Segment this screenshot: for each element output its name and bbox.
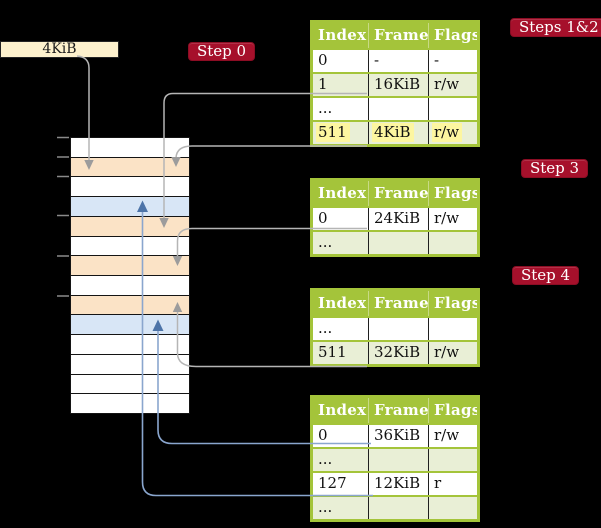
memory-frame-row-white [71, 235, 189, 256]
table-cell: 511 [313, 122, 368, 144]
column-header: Index [318, 184, 367, 202]
steps-1-2-label: Steps 1&2 [510, 18, 601, 37]
table-cell [428, 449, 477, 471]
table-cell: r/w [428, 74, 477, 96]
memory-frame-row-white [71, 275, 189, 295]
memory-frame-row-white [71, 353, 189, 374]
memory-frame-row-peach [71, 255, 189, 276]
memory-frame-row-white [71, 176, 189, 197]
step3-label: Step 3 [521, 159, 589, 178]
table-cell: ... [318, 319, 333, 337]
memory-frame-row-peach [71, 215, 189, 236]
table-cell: 127 [318, 474, 347, 492]
table-cell: r/w [428, 425, 477, 447]
column-header: Index [318, 26, 367, 44]
column-header: Frame [368, 181, 428, 206]
table-cell: 4KiB [368, 122, 428, 144]
column-header: Flags [428, 291, 477, 316]
column-header: Frame [368, 291, 428, 316]
table1-row511-pointer [171, 145, 367, 167]
table-cell: 0 [318, 209, 328, 227]
table-cell [428, 98, 477, 120]
table-cell: 0 [318, 51, 328, 69]
table-row: ... [313, 316, 477, 340]
column-header: Flags [428, 23, 477, 48]
memory-frame-row-white [71, 393, 189, 414]
table-cell: r/w [428, 342, 477, 364]
column-header: Index [318, 401, 367, 419]
table-row: 511 4KiB r/w [313, 120, 477, 144]
memory-stack [70, 137, 190, 414]
table-cell: ... [318, 450, 333, 468]
column-header: Flags [428, 398, 477, 423]
highlighted-value: 511 [316, 123, 350, 142]
table-cell [368, 449, 428, 471]
memory-frame-row-peach [71, 294, 189, 315]
table-cell [368, 497, 428, 519]
table-cell: ... [318, 99, 333, 117]
table-cell: - [368, 50, 428, 72]
column-header: Frame [368, 23, 428, 48]
column-header: Frame [368, 398, 428, 423]
memory-ticks [57, 136, 69, 297]
table-row: ... [313, 495, 477, 519]
table-cell: ... [318, 498, 333, 516]
memory-frame-row-blue [71, 314, 189, 335]
memory-frame-row-white [71, 373, 189, 394]
table-cell: 16KiB [368, 74, 428, 96]
table-cell: r [428, 473, 477, 495]
table-cell [428, 497, 477, 519]
table-cell [368, 98, 428, 120]
highlighted-value: r/w [432, 123, 463, 142]
table-row: 0 -- [313, 48, 477, 72]
memory-frame-row-white [71, 138, 189, 157]
table-cell [428, 318, 477, 340]
table-cell: 1 [318, 75, 328, 93]
table-cell [368, 232, 428, 254]
table-cell: ... [318, 233, 333, 251]
table-cell: 36KiB [368, 425, 428, 447]
table-cell: 511 [318, 343, 347, 361]
table-cell: r/w [428, 122, 477, 144]
size-label-box: 4KiB [0, 41, 119, 58]
step4-label: Step 4 [512, 266, 580, 285]
table-cell: 24KiB [368, 208, 428, 230]
column-header: Index [318, 294, 367, 312]
table-row: ... [313, 230, 477, 254]
table-cell: 12KiB [368, 473, 428, 495]
table-row: ... [313, 447, 477, 471]
table-cell: 0 [318, 426, 328, 444]
memory-frame-row-blue [71, 196, 189, 216]
table-cell: - [428, 50, 477, 72]
table-cell [428, 232, 477, 254]
table-row: ... [313, 96, 477, 120]
step0-label: Step 0 [188, 42, 256, 61]
table-cell [368, 318, 428, 340]
table-cell: r/w [428, 208, 477, 230]
table-cell: 32KiB [368, 342, 428, 364]
memory-frame-row-white [71, 334, 189, 354]
column-header: Flags [428, 181, 477, 206]
memory-frame-row-peach [71, 156, 189, 177]
size-label: 4KiB [42, 41, 77, 57]
highlighted-value: 4KiB [372, 123, 414, 142]
